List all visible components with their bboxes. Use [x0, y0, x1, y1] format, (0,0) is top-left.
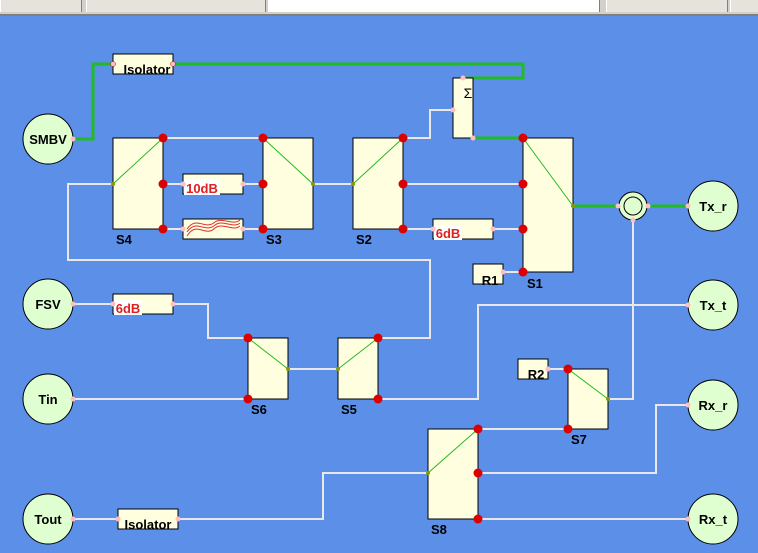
toolbar-segment[interactable]: [606, 0, 728, 12]
resistor-r1[interactable]: R1: [472, 263, 506, 288]
toolbar-segment[interactable]: [730, 0, 758, 12]
port-tout-label: Tout: [34, 512, 62, 527]
attenuator-6db-fsv-label: 6dB: [116, 301, 141, 316]
port-tx-t[interactable]: Tx_t: [685, 279, 739, 331]
port-tin-label: Tin: [38, 392, 57, 407]
port-smbv-label: SMBV: [29, 132, 67, 147]
attenuator-6db-s2[interactable]: 6dB: [430, 218, 496, 241]
port-tx-r[interactable]: Tx_r: [685, 180, 739, 232]
toolbar-segment[interactable]: [86, 0, 266, 12]
isolator-top-label: Isolator: [124, 62, 171, 77]
port-tx-r-label: Tx_r: [699, 199, 726, 214]
combiner-sigma-label: Σ: [464, 85, 473, 101]
wire-s5-txt: [378, 304, 688, 400]
switch-s1-label: S1: [527, 276, 543, 291]
wire-s4-left-loop: [67, 183, 431, 339]
isolator-bottom[interactable]: Isolator: [115, 508, 181, 532]
attenuator-6db-s2-label: 6dB: [436, 226, 461, 241]
isolator-bottom-label: Isolator: [125, 517, 172, 532]
top-toolbar: [0, 0, 758, 16]
switch-s4[interactable]: S4: [111, 133, 168, 248]
filter-wave-icon: [186, 219, 241, 237]
switch-s3[interactable]: S3: [258, 133, 316, 248]
port-rx-t-label: Rx_t: [699, 512, 728, 527]
switch-s7[interactable]: S7: [563, 364, 611, 448]
attenuator-10db[interactable]: 10dB: [180, 173, 246, 196]
switch-s3-label: S3: [266, 232, 282, 247]
wire-att-s6: [173, 303, 248, 339]
resistor-r2-label: R2: [528, 367, 545, 382]
active-wires: [73, 62, 688, 208]
resistor-r2[interactable]: R2: [517, 358, 551, 382]
filter-block[interactable]: [180, 218, 246, 240]
switch-s6[interactable]: S6: [243, 333, 291, 418]
toolbar-segment[interactable]: [0, 0, 82, 12]
port-tout[interactable]: Tout: [22, 493, 76, 545]
attenuator-6db-fsv[interactable]: 6dB: [110, 293, 176, 316]
attenuator-10db-label: 10dB: [186, 181, 218, 196]
coupler-circle[interactable]: [615, 191, 651, 223]
port-rx-t[interactable]: Rx_t: [685, 493, 739, 545]
switch-s2[interactable]: S2: [351, 133, 408, 248]
switch-s5-label: S5: [341, 402, 357, 417]
active-wire-smbv-isolator: [73, 62, 113, 141]
port-smbv[interactable]: SMBV: [22, 113, 76, 165]
switch-s6-label: S6: [251, 402, 267, 417]
wire-combiner-s7: [608, 220, 634, 400]
wire-s2-s1-top: [403, 109, 453, 139]
port-fsv-label: FSV: [35, 297, 61, 312]
combiner-block[interactable]: Σ: [450, 75, 476, 141]
port-tin[interactable]: Tin: [22, 373, 76, 425]
port-fsv[interactable]: FSV: [22, 278, 76, 330]
port-rx-r[interactable]: Rx_r: [685, 379, 739, 431]
switch-s5[interactable]: S5: [336, 333, 383, 418]
switch-s8-label: S8: [431, 522, 447, 537]
isolator-top[interactable]: Isolator: [110, 53, 176, 77]
toolbar-segment[interactable]: [268, 0, 600, 12]
switch-s7-label: S7: [571, 432, 587, 447]
wire-s8-rxr: [478, 404, 688, 474]
resistor-r1-label: R1: [482, 273, 499, 288]
switch-s8[interactable]: S8: [426, 424, 483, 538]
port-tx-t-label: Tx_t: [700, 298, 727, 313]
wires: [67, 109, 688, 520]
switch-s4-label: S4: [116, 232, 133, 247]
switch-s2-label: S2: [356, 232, 372, 247]
switch-s1[interactable]: S1: [518, 133, 576, 292]
port-rx-r-label: Rx_r: [699, 398, 728, 413]
active-wire-isolator-combiner: [173, 62, 525, 80]
wire-isolator-s8: [178, 472, 428, 520]
